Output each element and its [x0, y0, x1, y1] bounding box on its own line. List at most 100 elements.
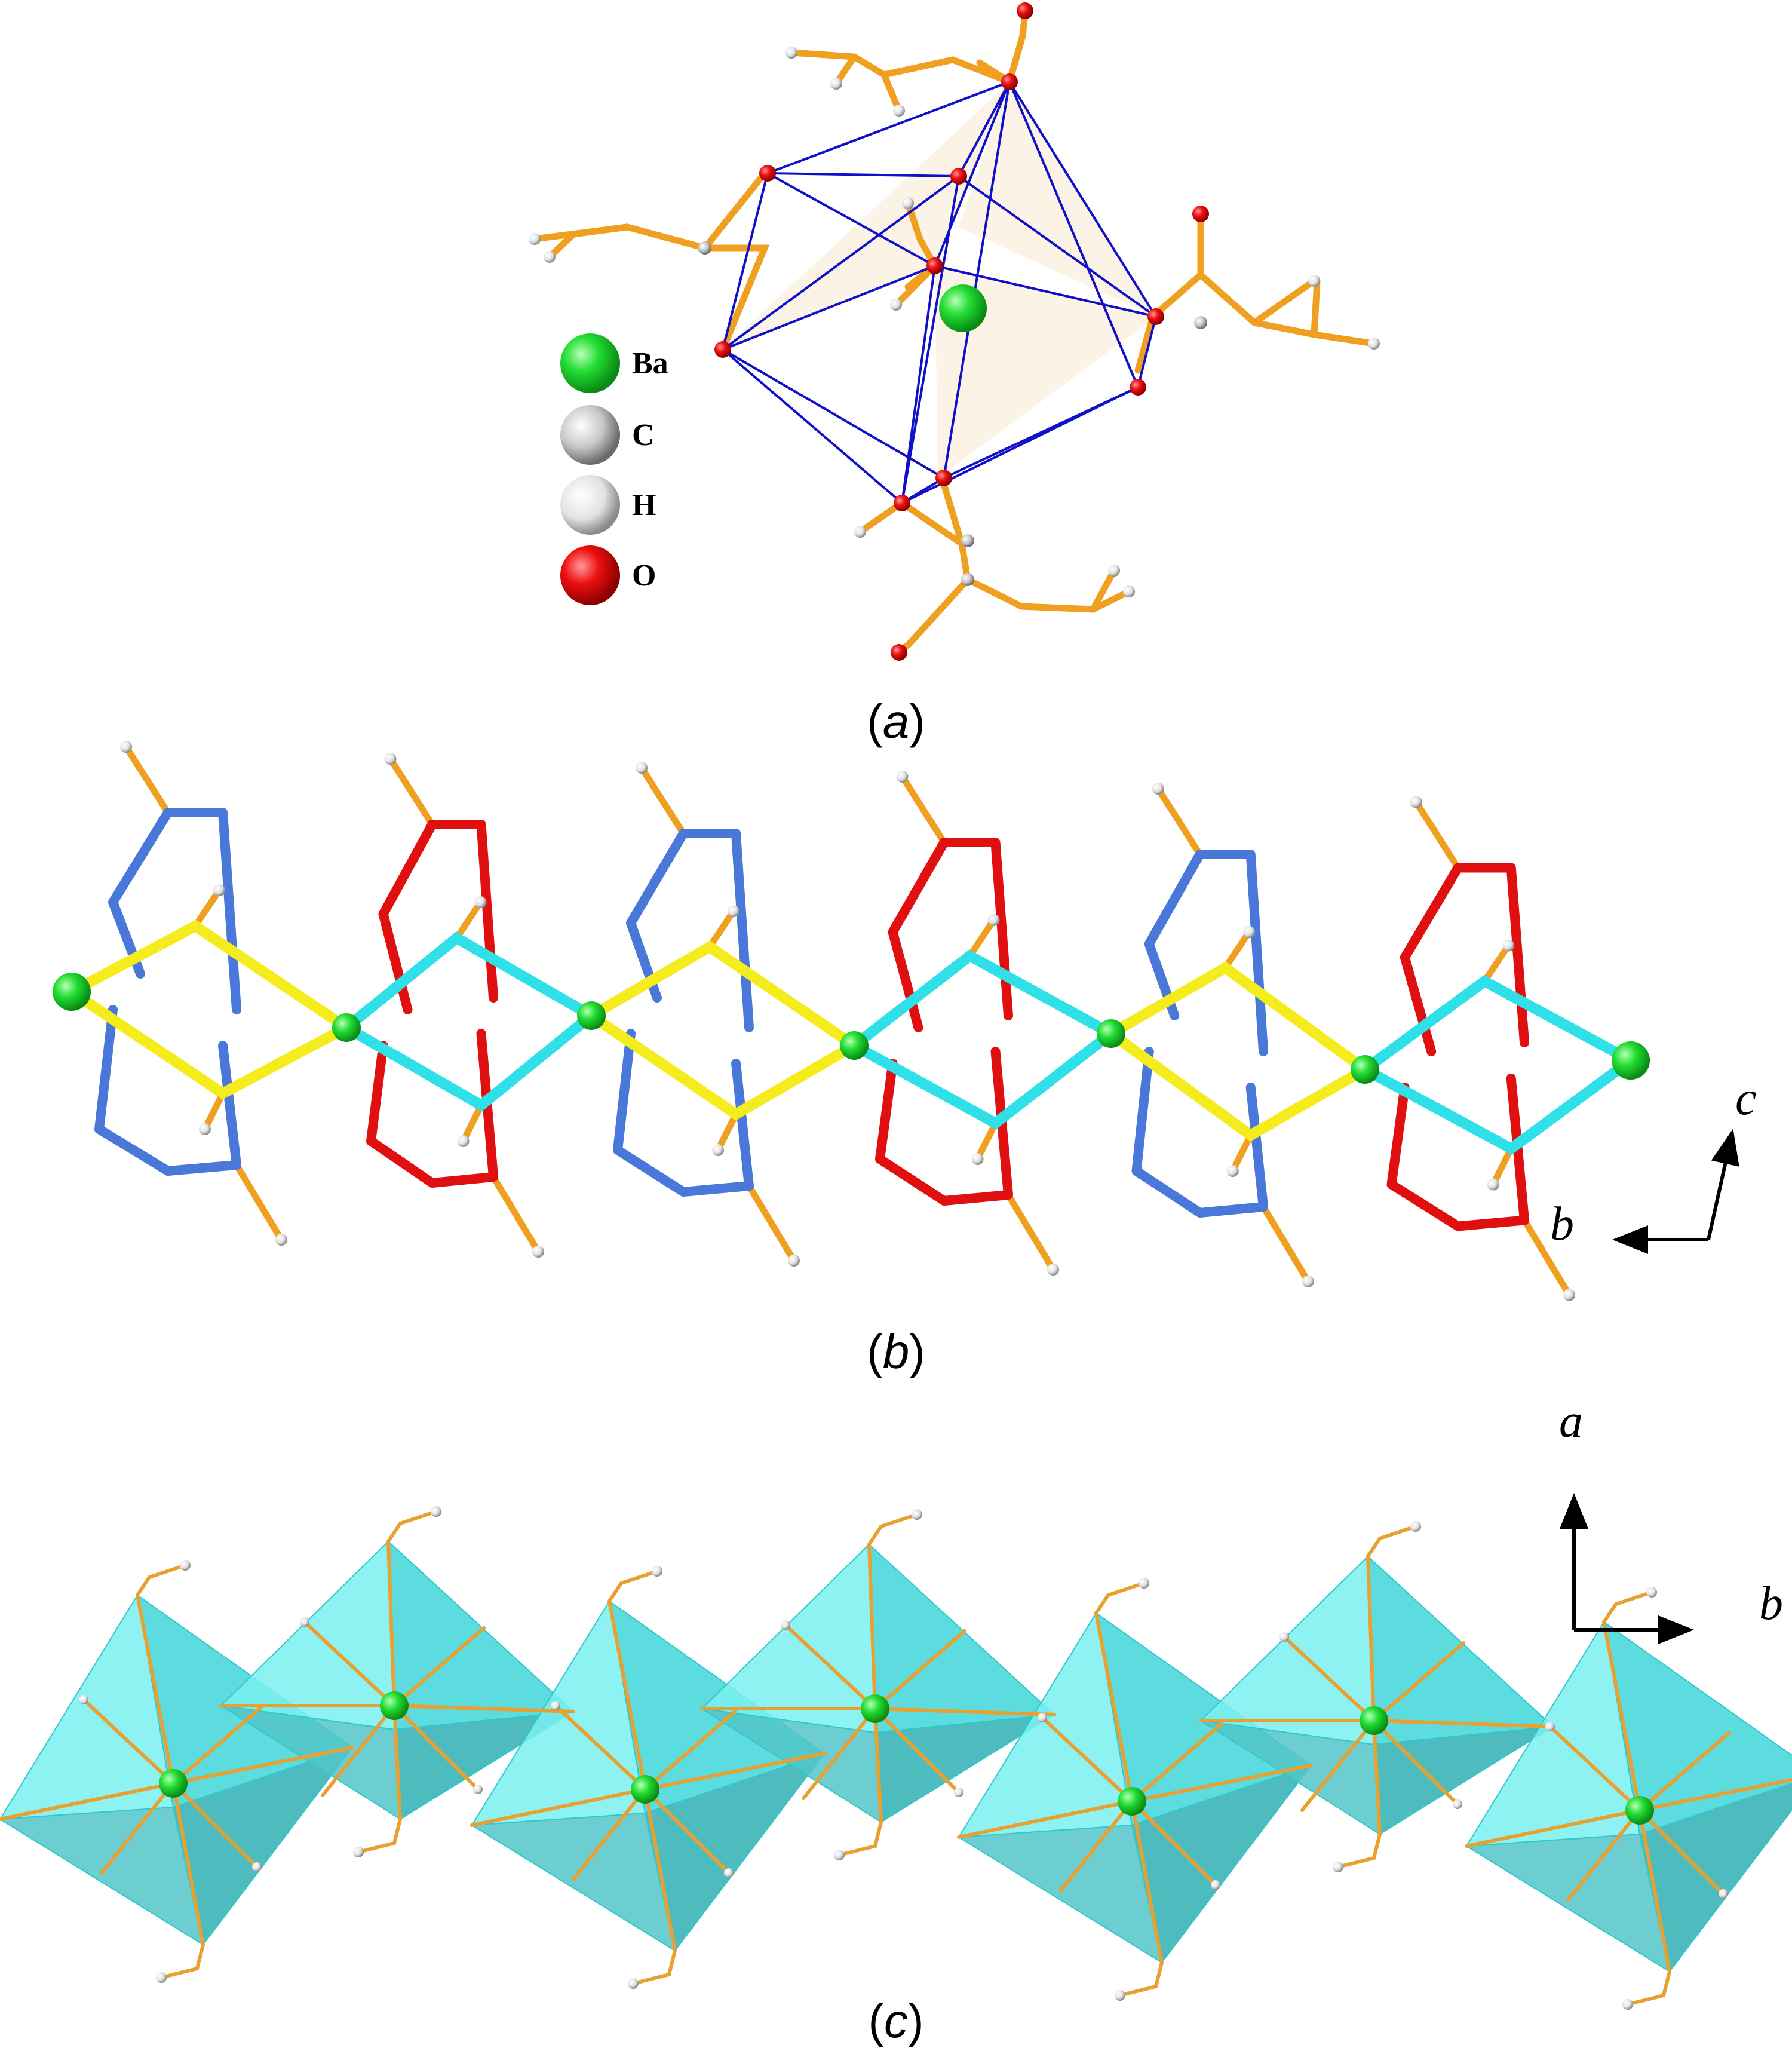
substituent-bond: [386, 1510, 438, 1543]
yellow-bridges: [66, 919, 1375, 1142]
hydrogen-atom: [912, 1509, 922, 1520]
axis-label-a: a: [1559, 1395, 1583, 1448]
barium-atom: [1612, 1041, 1650, 1080]
barium-atom: [1360, 1706, 1388, 1735]
hydrogens-b: [120, 741, 1575, 1301]
barium-atom: [332, 1013, 361, 1042]
hydrogen-atom: [1243, 926, 1256, 938]
substituent-bond: [136, 1564, 187, 1597]
bridge-diamond: [1360, 974, 1641, 1155]
barium-atom: [159, 1769, 188, 1798]
barium-atoms-b: [53, 973, 1650, 1084]
octahedron-face: [644, 1752, 826, 1952]
legend-label-ba: Ba: [632, 347, 668, 381]
hydrogen-atom: [180, 1560, 191, 1571]
barium-atoms-c: [159, 1691, 1654, 1825]
barium-atom: [840, 1031, 869, 1060]
ba-o-bond: [136, 1593, 175, 1785]
hydrogen-atom: [473, 1785, 483, 1794]
substituent-bond: [1118, 1961, 1164, 1997]
ba-o-bond: [1130, 1799, 1217, 1887]
hydrogen-atom: [636, 762, 648, 774]
hydrogen-atom: [1453, 1799, 1462, 1809]
substituent-bond: [233, 1161, 285, 1243]
substituent-bond: [899, 773, 947, 846]
ba-o-bond: [1566, 1808, 1641, 1902]
ba-o-bond: [1638, 1808, 1671, 1973]
hydrogen-atom: [551, 1701, 560, 1710]
ring-lower: [613, 1029, 754, 1197]
ba-o-bond: [1130, 1799, 1164, 1964]
ba-o-bond: [873, 1629, 966, 1710]
element-legend: Ba C H O: [560, 333, 668, 605]
ba-o-bond: [1602, 1620, 1641, 1812]
hydrogen-atom: [1333, 1862, 1343, 1872]
substituent-bond: [357, 1817, 402, 1854]
ba-o-bond: [1130, 1764, 1313, 1803]
substituent-bond: [1155, 785, 1204, 858]
panel-c: a b (c): [0, 1395, 1792, 2047]
octahedron-face: [1367, 1555, 1555, 1746]
ba-o-bond: [1465, 1808, 1641, 1848]
substituent-bond: [460, 1102, 484, 1145]
ba-o-bond: [392, 1704, 575, 1713]
hydrogen-atom: [252, 1862, 262, 1872]
hydrogen-atom: [1047, 1264, 1059, 1276]
ba-o-bond: [784, 1623, 877, 1710]
ba-o-bond: [802, 1707, 877, 1800]
ring-upper: [378, 820, 498, 1014]
ring-upper: [108, 808, 241, 1014]
panel-c-label: (c): [868, 1994, 923, 2047]
legend-item-c: C: [560, 405, 655, 465]
substituent-bond: [974, 1120, 999, 1163]
ba-o-bond: [171, 1746, 354, 1785]
ba-o-bond: [1366, 1555, 1376, 1722]
c-swatch: [560, 405, 620, 465]
ba-o-bond: [1282, 1635, 1376, 1722]
panel-a-label: (a): [867, 695, 925, 748]
substituent-bond: [1222, 928, 1253, 971]
ba-o-bond: [957, 1799, 1134, 1839]
octahedron-face: [1638, 1782, 1792, 1973]
ba-o-bond: [554, 1704, 647, 1791]
ba-o-bond: [0, 1782, 175, 1821]
barium-atom: [861, 1694, 889, 1723]
ring-upper: [1144, 850, 1268, 1056]
barium-atom: [1097, 1019, 1125, 1048]
hydrogen-atom: [954, 1788, 963, 1797]
panel-b-label: (b): [867, 1325, 925, 1378]
hydrogen-atom: [652, 1566, 662, 1577]
hydrogen-atom: [788, 1255, 800, 1267]
hydrogen-atom: [781, 1620, 790, 1630]
ring-lower: [875, 1047, 1013, 1206]
hydrogen-atom: [1226, 1165, 1239, 1177]
ba-o-bond: [1130, 1722, 1223, 1803]
hydrogen-atom: [457, 1135, 470, 1147]
legend-label-o: O: [632, 559, 656, 593]
substituent-bond: [1490, 1145, 1515, 1188]
octahedron-face: [387, 1540, 575, 1731]
substituent-bond: [706, 908, 737, 951]
hydrogen-atom: [724, 1868, 734, 1878]
barium-atom: [577, 1001, 606, 1030]
hydrogen-atom: [1502, 939, 1515, 952]
substituent-bond: [714, 1111, 739, 1154]
hydrogen-atoms: [529, 47, 1380, 597]
hydrogen-atom: [156, 1972, 167, 1983]
hydrogen-atom: [728, 905, 739, 917]
ba-o-bond: [1094, 1611, 1134, 1803]
octahedron-face: [219, 1540, 395, 1731]
panel-b: b c (b): [53, 741, 1757, 1378]
ring-upper: [626, 829, 754, 1032]
hydrogen-atom: [300, 1617, 309, 1627]
red-chain-rings: [366, 820, 1529, 1231]
ring-lower: [1386, 1074, 1529, 1231]
hydrogen-atom: [1152, 783, 1164, 795]
ba-o-bond: [607, 1599, 647, 1791]
hydrogen-atom: [1563, 1289, 1575, 1301]
ring-lower: [366, 1029, 498, 1188]
legend-label-c: C: [632, 418, 655, 452]
hydrogen-atom: [1302, 1276, 1314, 1287]
hydrogen-atom: [120, 741, 132, 753]
